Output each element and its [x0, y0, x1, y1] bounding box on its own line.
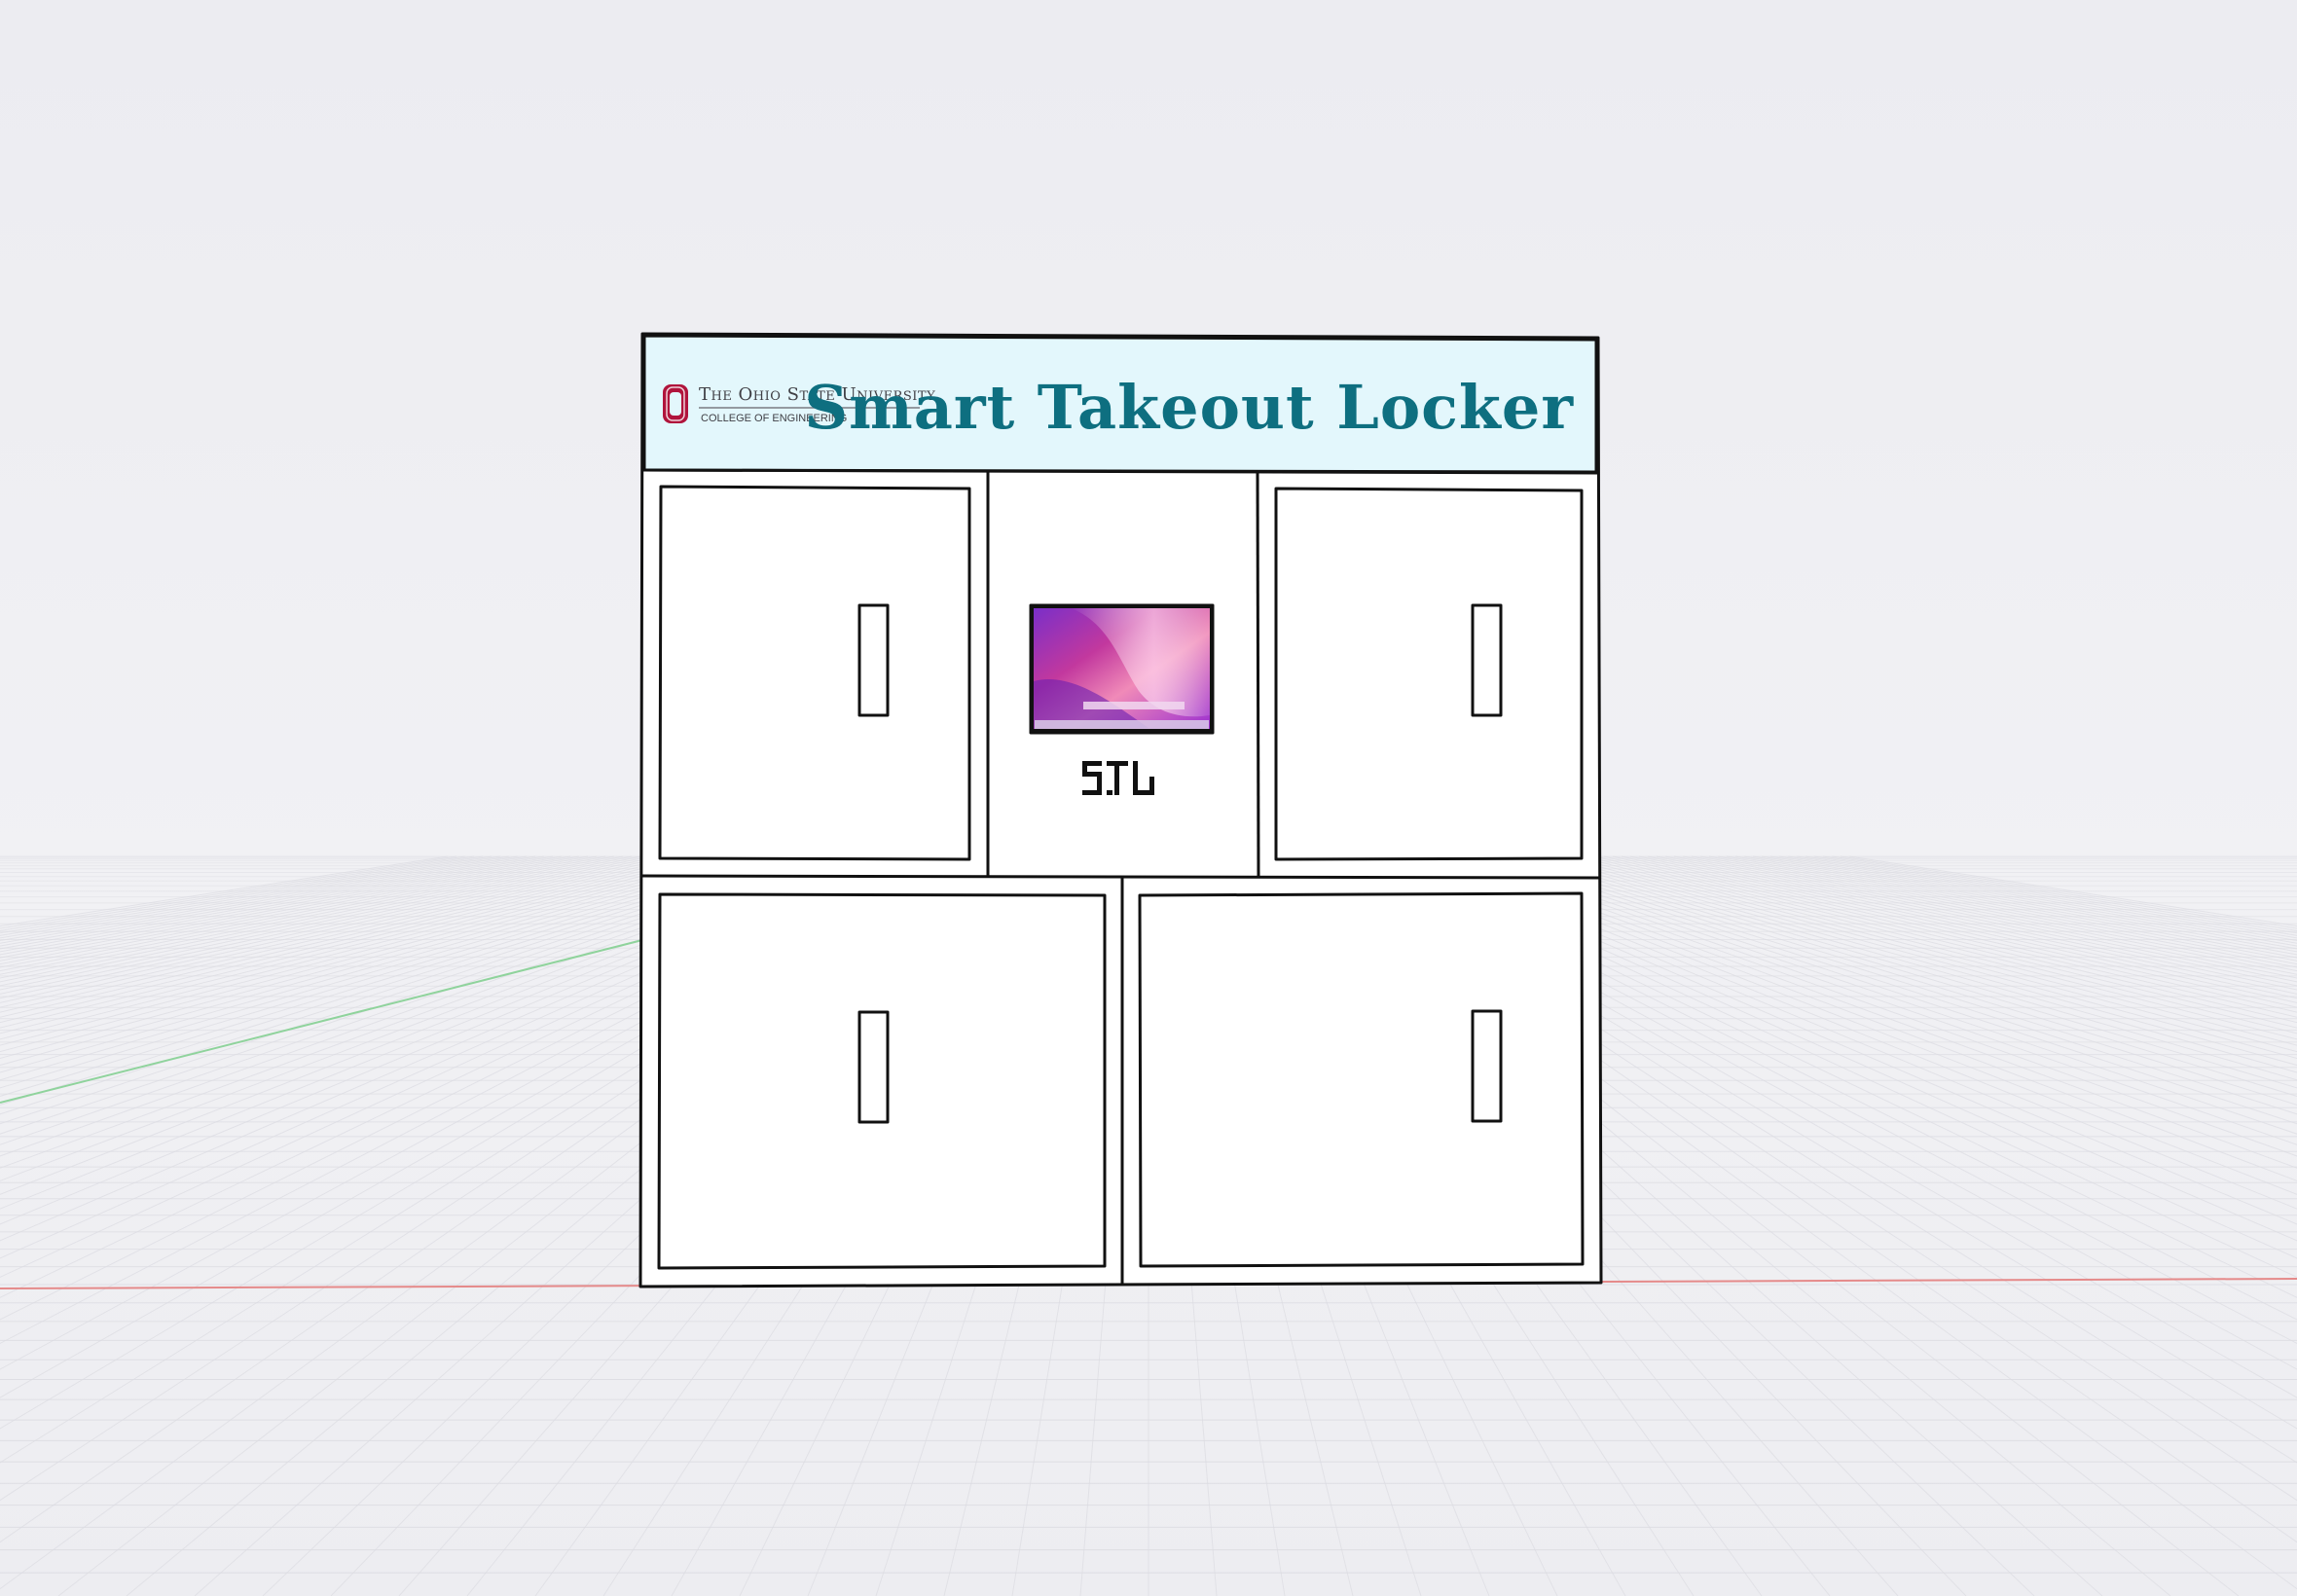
grid-line: [0, 855, 764, 1073]
grid-line: [0, 855, 615, 983]
university-name: The Ohio State University: [699, 384, 935, 405]
osu-logo-block: The Ohio State University COLLEGE OF ENG…: [663, 384, 935, 424]
locker-title: Smart Takeout Locker: [804, 372, 1574, 443]
door-panel: [1138, 891, 1585, 1268]
door-handle[interactable]: [1471, 603, 1503, 717]
grid-line: [1542, 855, 2297, 1067]
grid-line: [0, 855, 668, 1008]
grid-line: [0, 855, 659, 1003]
grid-line: [0, 855, 738, 1053]
grid-line: [1375, 855, 2297, 1298]
locker-door-bottom-left[interactable]: [657, 892, 1107, 1270]
locker-door-top-left[interactable]: [658, 485, 971, 861]
grid-line: [0, 855, 825, 1135]
grid-line: [1445, 855, 2297, 1169]
door-handle[interactable]: [857, 1010, 890, 1124]
grid-line: [0, 855, 703, 1029]
header-divider: [641, 468, 1600, 475]
screen-wave: [1071, 608, 1210, 717]
door-panel: [658, 485, 971, 861]
grid-line: [1682, 855, 2297, 983]
grid-line: [1507, 855, 2297, 1097]
college-name: COLLEGE OF ENGINEERING: [701, 413, 847, 424]
grid-line: [1577, 855, 2297, 1040]
grid-line: [1559, 855, 2297, 1053]
grid-line: [1568, 855, 2297, 1046]
grid-line: [0, 855, 729, 1046]
grid-line: [1472, 855, 2297, 1135]
touchscreen-display[interactable]: [1029, 603, 1215, 735]
grid-line: [0, 855, 720, 1040]
grid-line: [1594, 855, 2297, 1029]
grid-line: [1402, 855, 2297, 1242]
grid-line: [1638, 855, 2297, 1003]
grid-line: [0, 855, 624, 987]
door-handle[interactable]: [1471, 1009, 1503, 1123]
grid-line: [0, 855, 834, 1145]
smart-locker-model[interactable]: [638, 332, 1603, 1288]
grid-line: [1673, 855, 2297, 987]
grid-line: [1367, 855, 2297, 1321]
locker-door-bottom-right[interactable]: [1138, 891, 1585, 1268]
grid-line: [1498, 855, 2297, 1106]
grid-line: [1603, 855, 2297, 1024]
grid-line: [0, 855, 650, 999]
grid-line: [0, 855, 676, 1013]
grid-line: [0, 855, 755, 1067]
grid-line: [1393, 855, 2297, 1259]
grid-line: [1550, 855, 2297, 1059]
block-o-icon: [663, 384, 688, 423]
grid-line: [0, 855, 843, 1157]
stl-logo-mark: [1082, 761, 1154, 795]
grid-line: [1533, 855, 2297, 1073]
grid-line: [0, 855, 711, 1034]
grid-line: [0, 855, 685, 1018]
screen-dock: [1035, 720, 1209, 729]
door-handle[interactable]: [857, 603, 890, 717]
grid-line: [0, 855, 782, 1089]
grid-line: [1586, 855, 2297, 1034]
grid-line: [1656, 855, 2297, 995]
grid-line: [0, 855, 790, 1097]
grid-line: [1621, 855, 2297, 1013]
grid-line: [1524, 855, 2297, 1081]
screen-menu-bar: [1083, 702, 1185, 709]
grid-line: [1515, 855, 2297, 1089]
grid-line: [1629, 855, 2297, 1008]
grid-line: [1489, 855, 2297, 1115]
grid-line: [0, 855, 852, 1169]
grid-line: [0, 855, 808, 1115]
grid-line: [0, 855, 860, 1181]
grid-line: [1419, 855, 2297, 1210]
grid-line: [1428, 855, 2297, 1195]
grid-line: [0, 855, 904, 1259]
grid-line: [0, 855, 878, 1210]
y-axis-line: [0, 939, 643, 1104]
grid-line: [0, 855, 641, 995]
grid-line: [0, 855, 887, 1225]
grid-line: [1463, 855, 2297, 1145]
grid-line: [1410, 855, 2297, 1225]
grid-line: [0, 855, 869, 1195]
grid-line: [1664, 855, 2297, 991]
grid-line: [1480, 855, 2297, 1125]
grid-line: [1384, 855, 2297, 1278]
grid-line: [0, 855, 747, 1059]
grid-line: [0, 855, 773, 1081]
grid-line: [0, 855, 895, 1242]
grid-line: [0, 855, 694, 1024]
grid-line: [0, 855, 799, 1106]
grid-line: [0, 855, 817, 1125]
grid-line: [1454, 855, 2297, 1157]
door-panel: [1274, 487, 1584, 861]
grid-line: [1612, 855, 2297, 1018]
locker-door-top-right[interactable]: [1274, 487, 1584, 861]
grid-line: [1647, 855, 2297, 999]
grid-line: [1437, 855, 2297, 1181]
grid-line: [0, 855, 633, 991]
